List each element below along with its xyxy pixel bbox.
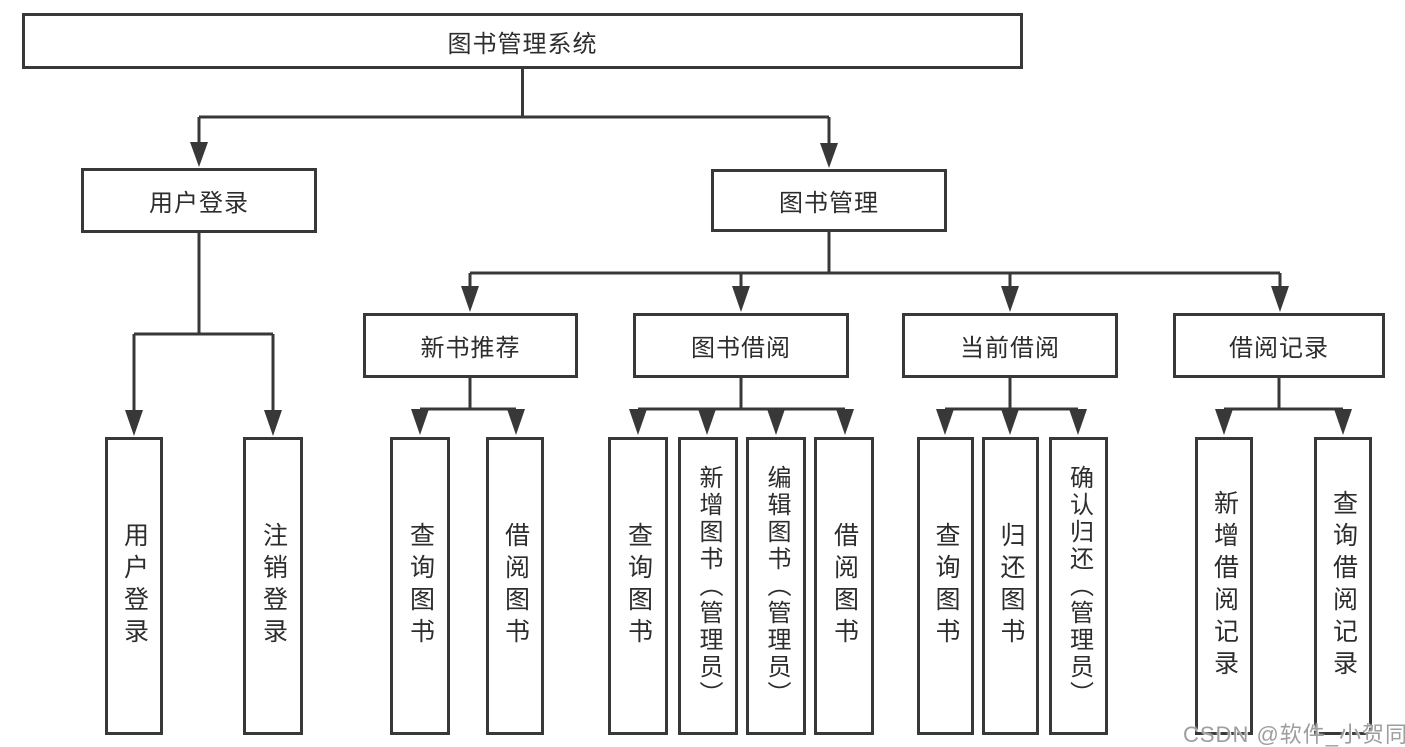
leaf-label: 新增借阅记录: [1210, 490, 1239, 682]
watermark: CSDN @软件_小贺同学: [1183, 722, 1405, 747]
leaf-add-books-admin: 新增图书（管理员）: [678, 437, 738, 735]
leaf-label: 查询图书: [624, 522, 653, 650]
connector-book-borrowing-group: [629, 378, 854, 435]
leaf-borrow-books-recommend: 借阅图书: [486, 437, 544, 735]
leaf-user-login: 用户登录: [105, 437, 163, 735]
leaf-query-books-current: 查询图书: [917, 437, 974, 735]
node-label: 用户登录: [149, 190, 249, 217]
leaf-logout: 注销登录: [243, 437, 303, 735]
leaf-label: 注销登录: [259, 522, 288, 650]
node-book-management: 图书管理: [711, 169, 947, 232]
node-label: 新书推荐: [420, 335, 521, 362]
leaf-label: 确认归还（管理员）: [1065, 464, 1093, 708]
leaf-label: 借阅图书: [501, 522, 530, 650]
leaf-confirm-return-admin: 确认归还（管理员）: [1049, 437, 1108, 735]
leaf-label: 查询借阅记录: [1329, 490, 1358, 682]
node-current-borrowing: 当前借阅: [902, 313, 1118, 378]
node-borrowing-records: 借阅记录: [1173, 313, 1385, 378]
connector-new-book-recommend-group: [411, 378, 525, 435]
leaf-label: 归还图书: [997, 522, 1025, 650]
leaf-label: 查询图书: [406, 522, 435, 650]
node-label: 图书借阅: [691, 335, 791, 362]
leaf-borrow-books: 借阅图书: [814, 437, 874, 735]
leaf-edit-books-admin: 编辑图书（管理员）: [746, 437, 806, 735]
connector-user-login-branch: [125, 233, 282, 436]
connector-borrowing-records-group: [1215, 378, 1352, 435]
node-label: 图书管理系统: [447, 30, 598, 58]
leaf-query-books-borrowing: 查询图书: [608, 437, 668, 735]
leaf-query-borrow-record: 查询借阅记录: [1314, 437, 1372, 735]
leaf-label: 用户登录: [120, 522, 149, 650]
connector-current-borrowing-group: [936, 378, 1087, 435]
node-label: 借阅记录: [1229, 335, 1329, 362]
leaf-label: 借阅图书: [830, 522, 859, 650]
node-label: 图书管理: [779, 190, 879, 217]
node-new-book-recommend: 新书推荐: [363, 313, 578, 378]
leaf-label: 查询图书: [932, 522, 960, 650]
leaf-add-borrow-record: 新增借阅记录: [1195, 437, 1253, 735]
leaf-query-books-recommend: 查询图书: [390, 437, 450, 735]
connector-root-to-level2: [190, 68, 838, 168]
node-label: 当前借阅: [960, 335, 1060, 362]
leaf-label: 新增图书（管理员）: [695, 464, 722, 708]
leaf-label: 编辑图书（管理员）: [763, 464, 790, 708]
node-library-management-system: 图书管理系统: [22, 13, 1023, 69]
connector-book-management-branch: [461, 232, 1289, 312]
node-book-borrowing: 图书借阅: [633, 313, 849, 378]
leaf-return-books: 归还图书: [982, 437, 1039, 735]
node-user-login: 用户登录: [81, 168, 317, 233]
